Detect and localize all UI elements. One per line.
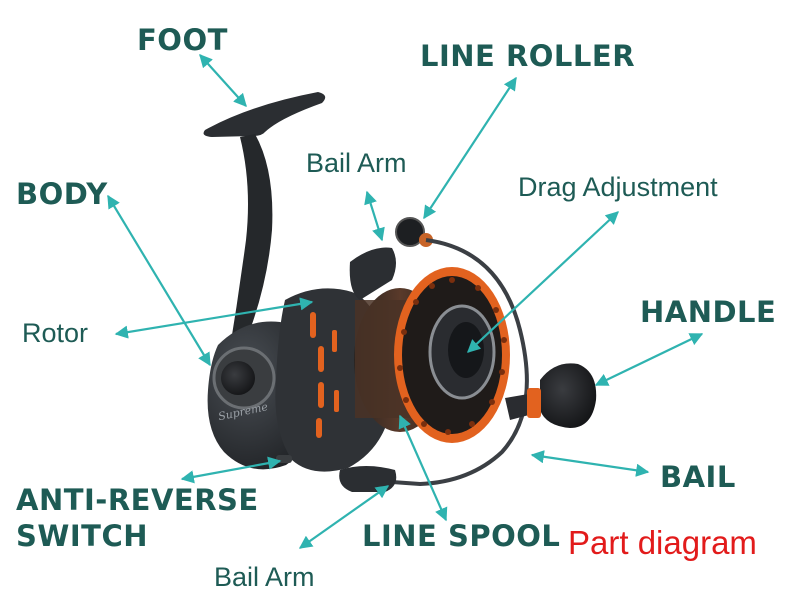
arrow-line-roller (423, 76, 517, 220)
arrow-bail (530, 450, 650, 477)
line-roller (395, 217, 425, 247)
spinning-reel: Supreme (203, 92, 597, 492)
label-bail: BAIL (660, 460, 736, 494)
arrow-handle (594, 333, 704, 386)
arrow-anti-reverse (180, 456, 282, 484)
bail-arm-top (349, 247, 396, 300)
arrow-bail-arm-top (364, 190, 385, 242)
arrow-line-spool (398, 414, 448, 522)
body-knob (221, 361, 255, 395)
label-bail-arm-top: Bail Arm (306, 148, 407, 178)
reel-foot (203, 92, 326, 137)
arrow-body (107, 194, 211, 367)
label-foot: FOOT (137, 23, 228, 57)
label-drag-adjustment: Drag Adjustment (518, 172, 718, 202)
handle-knob (540, 363, 597, 428)
label-rotor: Rotor (22, 318, 89, 348)
label-line-roller: LINE ROLLER (420, 39, 636, 73)
callout-arrows (107, 54, 704, 549)
bail-arm-bottom (339, 466, 397, 492)
label-body: BODY (16, 177, 108, 211)
arrow-rotor (114, 297, 314, 339)
drag-knob-center (448, 322, 484, 378)
arrow-foot (199, 54, 247, 107)
label-anti-reverse-switch: SWITCH (16, 519, 148, 553)
label-anti-reverse: ANTI-REVERSE (16, 483, 259, 517)
arrow-drag-adjustment (467, 211, 619, 353)
diagram-caption: Part diagram (568, 524, 757, 561)
label-handle: HANDLE (640, 295, 777, 329)
handle-accent (527, 388, 541, 418)
arrow-bail-arm-bottom (298, 485, 390, 549)
label-line-spool: LINE SPOOL (362, 519, 561, 553)
label-bail-arm-bottom: Bail Arm (214, 562, 315, 592)
